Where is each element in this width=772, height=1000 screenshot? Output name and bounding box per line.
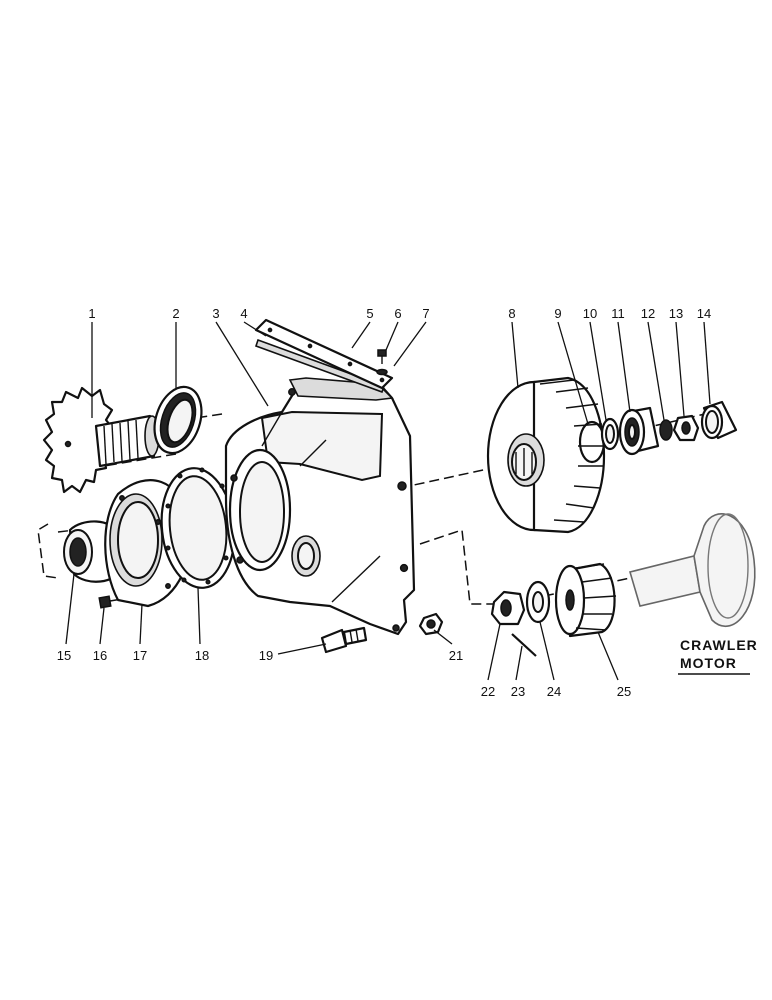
thrust-washer-part: [525, 580, 551, 624]
crawler-motor-phantom: [628, 513, 756, 627]
callout-numbers: 1 2 3 4 5 6 7 8 9 10 11 12 13 14 15 16 1…: [57, 306, 711, 699]
callout-2: 2: [172, 306, 179, 321]
inspection-cover-part: [254, 318, 394, 390]
nut-part: [418, 612, 444, 636]
leader-lines: [65, 321, 711, 681]
caption-line-2: MOTOR: [680, 655, 737, 671]
callout-15: 15: [57, 648, 71, 663]
bearing-cup-part: [700, 400, 738, 440]
callout-7: 7: [422, 306, 429, 321]
callout-16: 16: [93, 648, 107, 663]
gasket-part: [160, 467, 236, 589]
castle-nut-part: [490, 590, 526, 626]
callout-1: 1: [88, 306, 95, 321]
callout-17: 17: [133, 648, 147, 663]
spacer-part: [659, 419, 673, 441]
callout-23: 23: [511, 684, 525, 699]
pinion-gear-part: [554, 562, 617, 638]
callout-21: 21: [449, 648, 463, 663]
callout-4: 4: [240, 306, 247, 321]
caption-line-1: CRAWLER: [680, 637, 758, 653]
bolt-part: [320, 626, 368, 654]
washer-part: [600, 417, 620, 451]
callout-25: 25: [617, 684, 631, 699]
callout-5: 5: [366, 306, 373, 321]
callout-18: 18: [195, 648, 209, 663]
callout-13: 13: [669, 306, 683, 321]
callout-10: 10: [583, 306, 597, 321]
callout-14: 14: [697, 306, 711, 321]
castle-nut-small-part: [672, 414, 700, 442]
oil-seal-part: [153, 385, 203, 455]
callout-22: 22: [481, 684, 495, 699]
cotter-pin-part: [511, 633, 537, 657]
ball-bearing-part: [618, 406, 660, 456]
crawler-motor-caption: CRAWLER MOTOR: [678, 637, 758, 675]
callout-12: 12: [641, 306, 655, 321]
large-gear-part: [486, 376, 606, 534]
callout-24: 24: [547, 684, 561, 699]
lock-washer-part: [376, 368, 388, 376]
gear-case-part: [224, 377, 416, 636]
callout-8: 8: [508, 306, 515, 321]
sprocket-shaft-part: [42, 386, 160, 494]
callout-9: 9: [554, 306, 561, 321]
callout-3: 3: [212, 306, 219, 321]
callout-19: 19: [259, 648, 273, 663]
cover-screw-part: [377, 349, 387, 364]
callout-6: 6: [394, 306, 401, 321]
case-bolt-holes: [230, 388, 409, 632]
callout-11: 11: [611, 306, 625, 321]
